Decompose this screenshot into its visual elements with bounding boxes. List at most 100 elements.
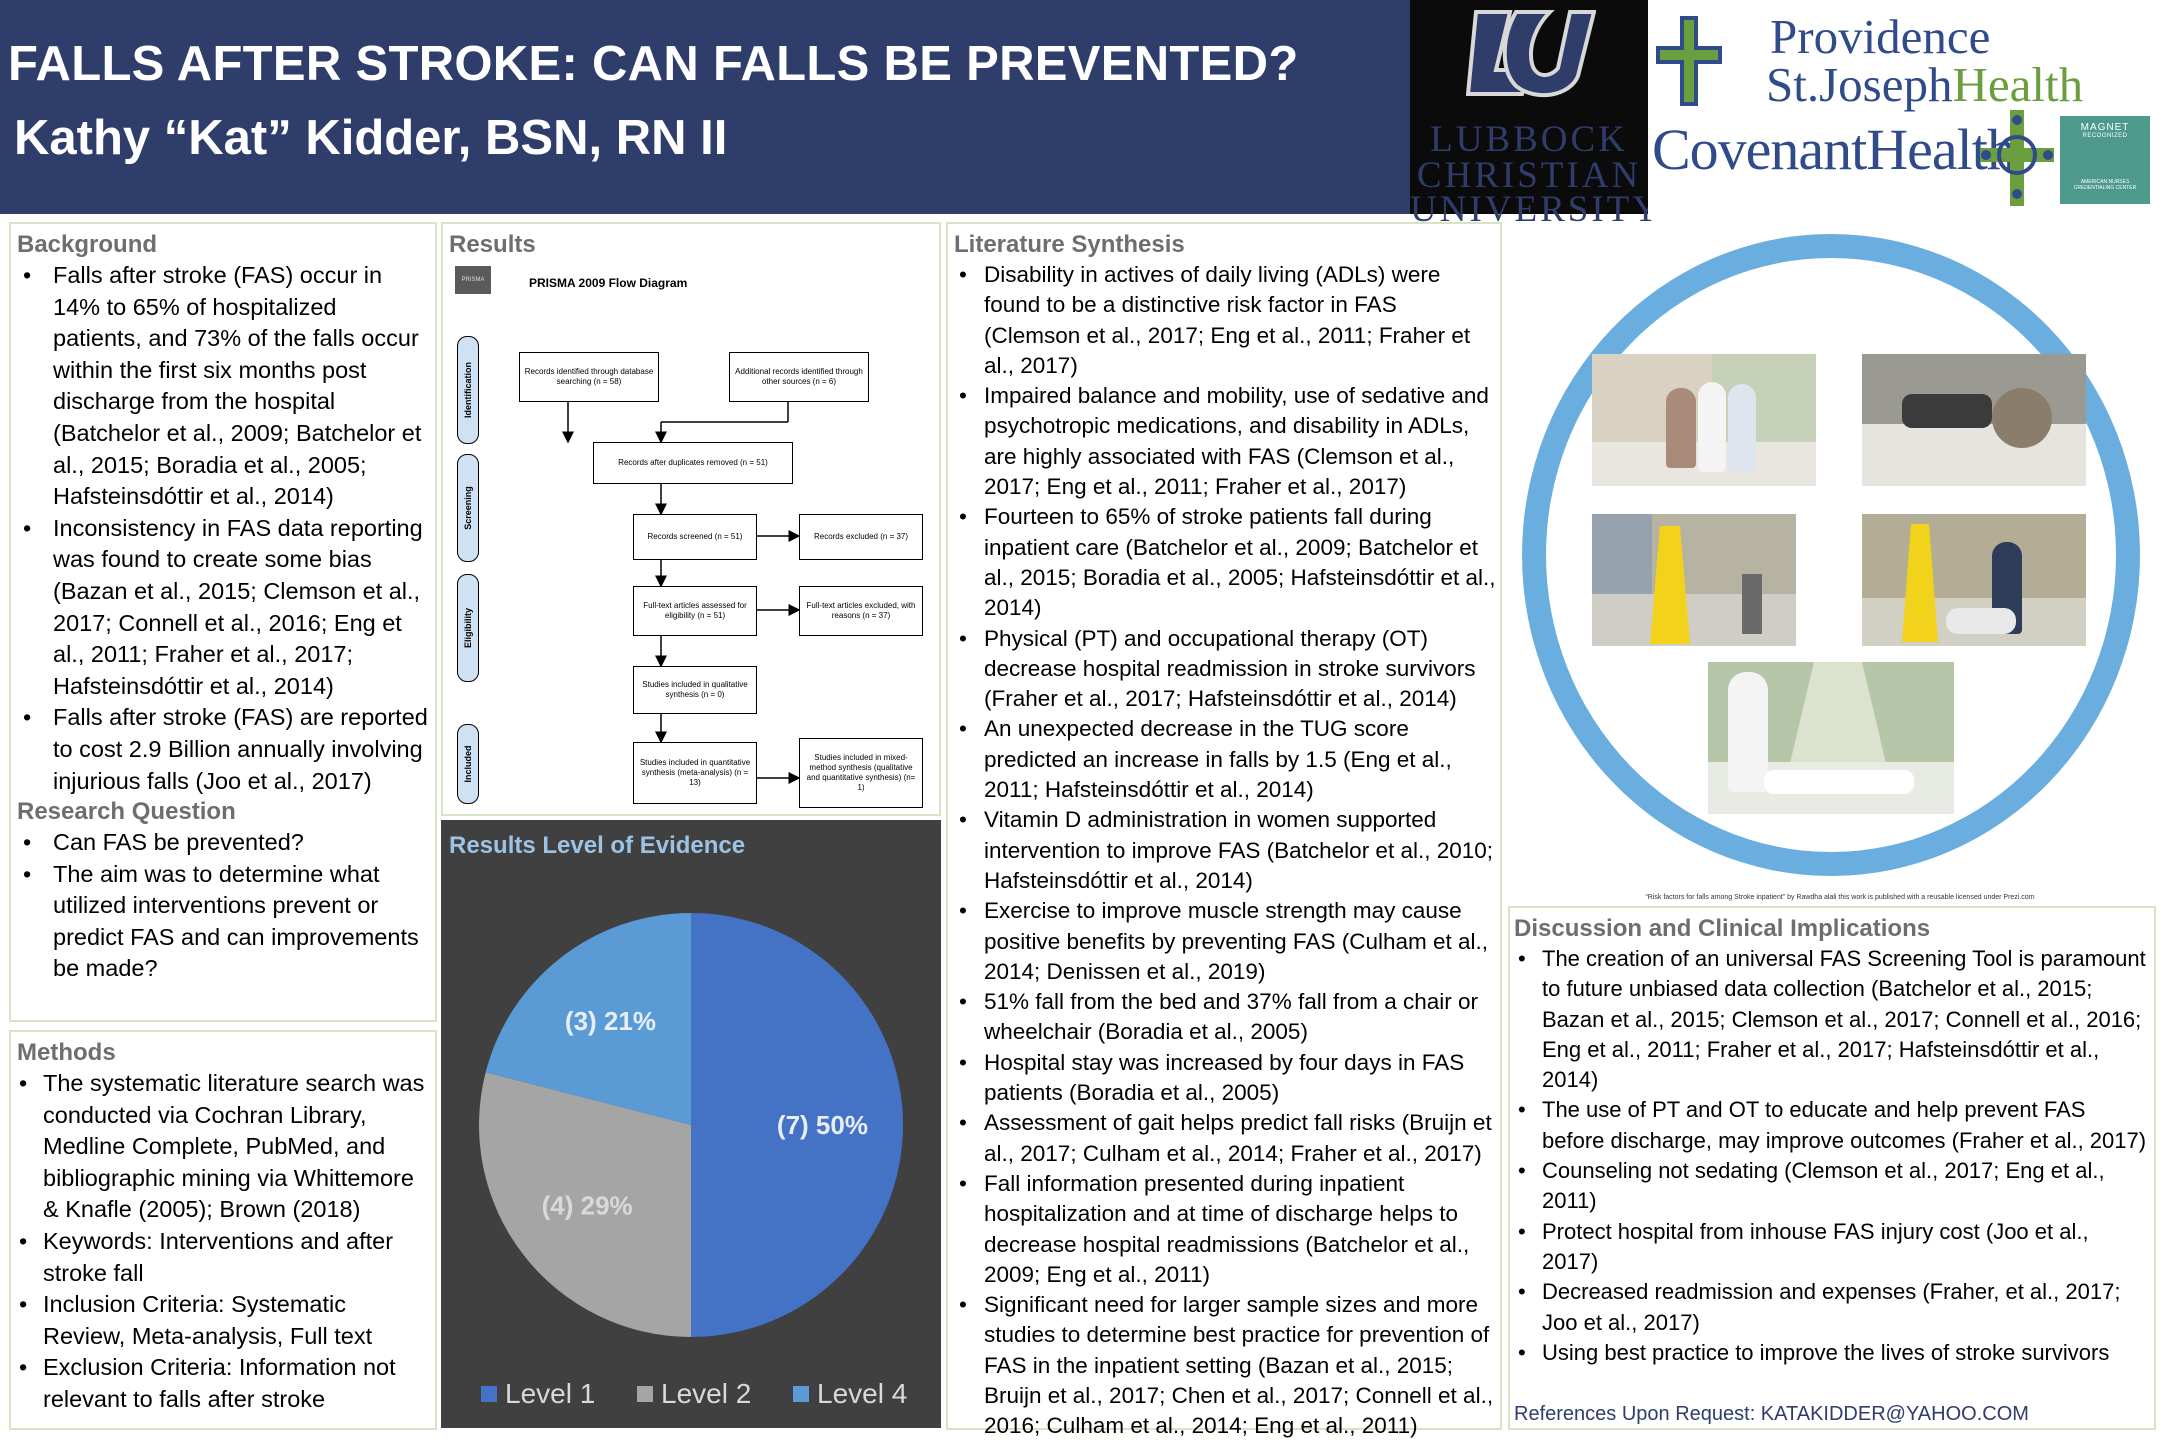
research-question-item: The aim was to determine what utilized i… [17,859,429,985]
photo-nurse-assisting-patient [1592,354,1816,486]
providence-name: Providence [1770,9,1991,64]
legend-item-level-2: Level 2 [637,1378,751,1409]
references-contact: References Upon Request: KATAKIDDER@YAHO… [1514,1403,2029,1425]
methods-item: The systematic literature search was con… [17,1068,429,1226]
literature-item: Fourteen to 65% of stroke patients fall … [954,502,1496,623]
discussion-item: The creation of an universal FAS Screeni… [1514,944,2150,1095]
lcu-name-line2: CHRISTIAN [1416,155,1642,196]
legend-item-level-4: Level 4 [793,1378,907,1409]
stjoseph-name: St.JosephHealth [1766,56,2083,113]
literature-item: Fall information presented during inpati… [954,1169,1496,1290]
providence-covenant-logo: Providence St.JosephHealth CovenantHealt… [1648,0,2160,214]
prisma-box-duplicates: Records after duplicates removed (n = 51… [593,442,793,484]
methods-panel: Methods The systematic literature search… [9,1030,437,1430]
methods-title: Methods [17,1039,116,1066]
legend-item-level-1: Level 1 [481,1378,595,1409]
literature-synthesis-panel: Literature Synthesis Disability in activ… [946,222,1502,1438]
magnet-badge: MAGNET RECOGNIZED AMERICAN NURSES CREDEN… [2060,116,2150,204]
pie-slice-level-1 [691,913,903,1337]
legend-swatch [637,1386,653,1402]
prisma-box-other-sources: Additional records identified through ot… [729,352,869,402]
methods-item: Inclusion Criteria: Systematic Review, M… [17,1289,429,1352]
photo-fall-wet-floor [1862,514,2086,646]
literature-item: Physical (PT) and occupational therapy (… [954,624,1496,715]
health-word: Health [1952,57,2084,112]
discussion-list: The creation of an universal FAS Screeni… [1514,944,2150,1368]
background-item: Falls after stroke (FAS) occur in 14% to… [17,260,429,513]
discussion-title: Discussion and Clinical Implications [1514,915,1931,942]
stage-included: Included [457,724,479,804]
prisma-box-qualitative: Studies included in qualitative synthesi… [633,666,757,714]
photo-caption: “Risk factors for falls among Stroke inp… [1645,894,2035,901]
prisma-box-excluded: Records excluded (n = 37) [799,514,923,560]
magnet-ancc: AMERICAN NURSES CREDENTIALING CENTER [2073,179,2137,191]
lcu-logo: LUBBOCK CHRISTIAN UNIVERSITY [1410,0,1659,230]
covenant-health-name: CovenantHealth [1652,117,2016,182]
background-item: Inconsistency in FAS data reporting was … [17,513,429,703]
stage-screening: Screening [457,454,479,562]
research-question-list: Can FAS be prevented? The aim was to det… [17,827,429,985]
falls-photo-collage [1508,222,2156,906]
literature-item: Disability in actives of daily living (A… [954,260,1496,381]
literature-item: Hospital stay was increased by four days… [954,1048,1496,1109]
literature-item: Significant need for larger sample sizes… [954,1290,1496,1440]
pie-data-label: (3) 21% [565,1006,656,1036]
background-title: Background [17,231,158,258]
prisma-box-database: Records identified through database sear… [519,352,659,402]
lcu-monogram-icon [1466,10,1596,98]
literature-item: Assessment of gait helps predict fall ri… [954,1108,1496,1169]
prisma-box-mixed-method: Studies included in mixed-method synthes… [799,738,923,808]
pie-slice-level-4 [485,913,691,1125]
legend-swatch [793,1386,809,1402]
prisma-box-fulltext-excluded: Full-text articles excluded, with reason… [799,586,923,636]
discussion-panel: Discussion and Clinical Implications The… [1508,906,2156,1430]
discussion-item: Using best practice to improve the lives… [1514,1338,2150,1369]
loe-title: Results Level of Evidence [449,832,746,859]
prisma-box-fulltext: Full-text articles assessed for eligibil… [633,586,757,636]
photo-wet-floor-sign [1592,514,1796,646]
stjoseph-word: St.Joseph [1766,57,1953,112]
pie-slice-level-2 [478,1072,691,1337]
magnet-recognized: RECOGNIZED [2082,133,2128,139]
photo-hospital-corridor [1708,662,1954,814]
stage-eligibility: Eligibility [457,574,479,682]
methods-item: Exclusion Criteria: Information not rele… [17,1352,429,1415]
methods-item: Keywords: Interventions and after stroke… [17,1226,429,1289]
poster-author: Kathy “Kat” Kidder, BSN, RN II [14,111,728,165]
photo-patient-fall-bed [1862,354,2086,486]
literature-item: Impaired balance and mobility, use of se… [954,381,1496,502]
background-item: Falls after stroke (FAS) are reported to… [17,702,429,797]
discussion-item: Protect hospital from inhouse FAS injury… [1514,1217,2150,1278]
legend-swatch [481,1386,497,1402]
providence-cross-icon [1656,16,1722,106]
prisma-box-quantitative: Studies included in quantitative synthes… [633,742,757,804]
discussion-item: The use of PT and OT to educate and help… [1514,1095,2150,1156]
literature-item: Vitamin D administration in women suppor… [954,805,1496,896]
literature-title: Literature Synthesis [954,231,1185,258]
discussion-item: Counseling not sedating (Clemson et al.,… [1514,1156,2150,1217]
stage-identification: Identification [457,336,479,444]
lcu-name-line1: LUBBOCK [1430,119,1628,160]
research-question-item: Can FAS be prevented? [17,827,429,859]
magnet-word: MAGNET [2080,122,2130,133]
prisma-box-screened: Records screened (n = 51) [633,514,757,560]
discussion-item: Decreased readmission and expenses (Frah… [1514,1277,2150,1338]
literature-item: 51% fall from the bed and 37% fall from … [954,987,1496,1048]
literature-item: An unexpected decrease in the TUG score … [954,714,1496,805]
results-panel: Results PRISMA PRISMA 2009 Flow Diagram … [441,222,941,816]
legend-label: Level 1 [505,1378,595,1409]
legend-label: Level 2 [661,1378,751,1409]
poster-title: FALLS AFTER STROKE: CAN FALLS BE PREVENT… [8,37,1299,91]
title-banner: FALLS AFTER STROKE: CAN FALLS BE PREVENT… [0,0,1410,214]
covenant-cross-icon [1980,110,2054,206]
prisma-title: PRISMA 2009 Flow Diagram [529,276,688,290]
level-of-evidence-panel: Results Level of Evidence (7) 50%(4) 29%… [441,820,941,1428]
prisma-connectors [562,402,801,784]
prisma-logo: PRISMA [455,266,491,294]
legend-label: Level 4 [817,1378,907,1409]
literature-list: Disability in actives of daily living (A… [954,260,1496,1440]
methods-list: The systematic literature search was con… [17,1068,429,1416]
research-question-title: Research Question [17,798,236,826]
pie-data-label: (4) 29% [542,1191,633,1221]
